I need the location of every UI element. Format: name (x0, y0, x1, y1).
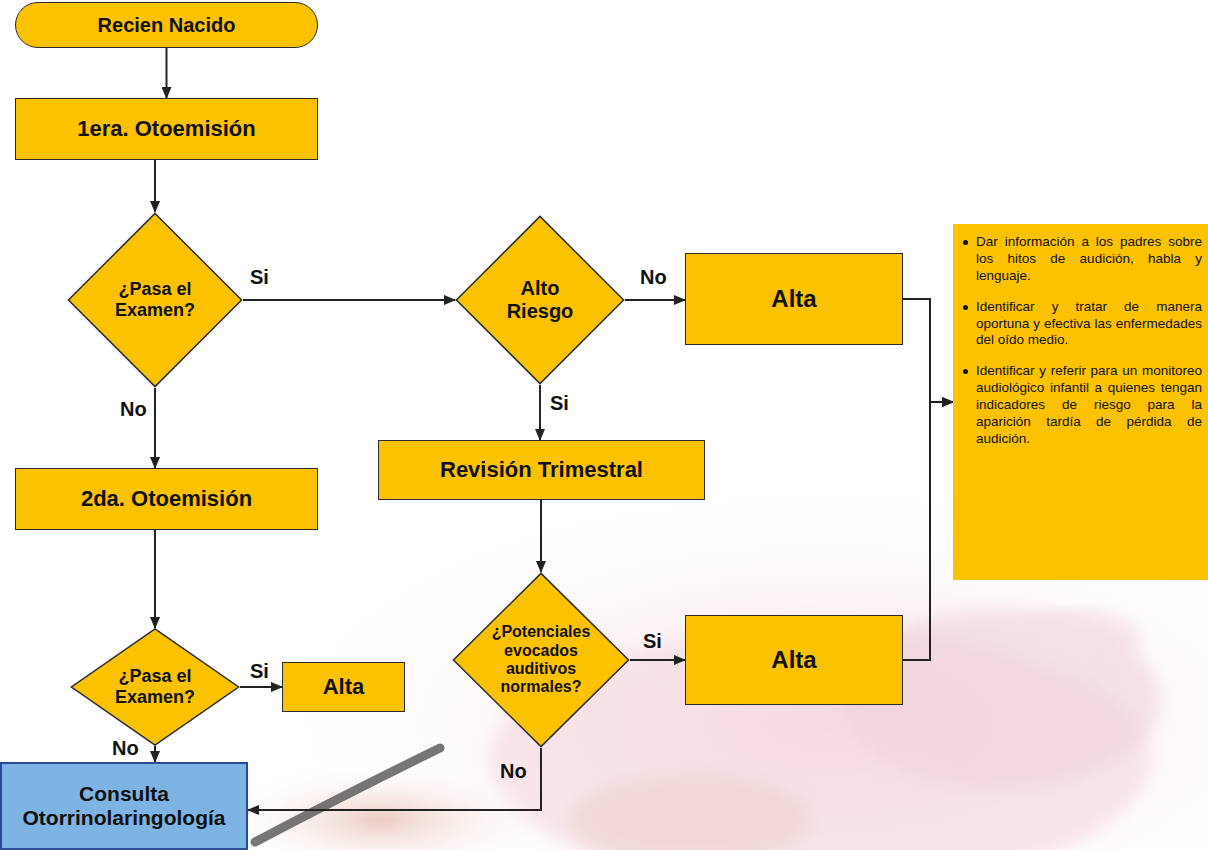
text-wrap: Revisión Trimestral (440, 457, 643, 482)
node-label: Revisión Trimestral (440, 457, 643, 482)
text-wrap: Alta (323, 674, 365, 699)
flow-arrow (154, 160, 156, 212)
flow-arrow (154, 530, 156, 628)
referral-box: Consulta Otorrinolaringología (0, 762, 248, 850)
decision-diamond: ¿Pasa el Examen? (67, 212, 243, 388)
bullet-item: Dar información a los padres sobre los h… (963, 234, 1202, 285)
flow-arrow (539, 385, 541, 440)
node-label: Alta (771, 285, 816, 313)
outcome-box: Alta (685, 253, 903, 345)
node-label: ¿Pasa el Examen? (102, 279, 208, 320)
text-wrap: 2da. Otoemisión (81, 486, 252, 511)
text-wrap: ¿Potenciales evocados auditivos normales… (482, 623, 600, 697)
bullet-item: Identificar y tratar de manera oportuna … (963, 299, 1202, 350)
edge-label: Si (250, 660, 269, 683)
text-wrap: Recien Nacido (98, 14, 236, 37)
flow-arrow (243, 299, 455, 301)
note-text: Identificar y referir para un monitoreo … (976, 363, 1202, 447)
edge-label: Si (550, 392, 569, 415)
node-label: Alto Riesgo (494, 277, 586, 323)
edge-label: No (112, 737, 139, 760)
bullet-item: Identificar y referir para un monitoreo … (963, 363, 1202, 447)
node-label: Alta (323, 674, 365, 699)
flow-arrow (630, 659, 685, 661)
flow-arrow (154, 388, 156, 468)
node-label: Consulta Otorrinolaringología (8, 782, 240, 830)
text-wrap: Alto Riesgo (494, 277, 586, 323)
decision-diamond: ¿Pasa el Examen? (70, 628, 240, 746)
edge-label: Si (643, 630, 662, 653)
text-wrap: 1era. Otoemisión (77, 116, 256, 141)
text-wrap: Alta (771, 285, 816, 313)
edge-label: No (120, 398, 147, 421)
start-terminal: Recien Nacido (15, 2, 318, 48)
flow-arrow (248, 748, 541, 810)
flow-arrow (903, 402, 953, 660)
flow-arrow (166, 48, 168, 98)
bullet-dot (963, 305, 968, 310)
decision-diamond: Alto Riesgo (455, 215, 625, 385)
flow-arrow (240, 686, 282, 688)
text-wrap: Alta (771, 646, 816, 674)
flow-arrow (154, 746, 156, 762)
flow-arrow (903, 299, 953, 402)
flow-arrow (625, 299, 685, 301)
note-text: Identificar y tratar de manera oportuna … (976, 299, 1202, 350)
edge-label: No (500, 760, 527, 783)
node-label: Recien Nacido (98, 14, 236, 37)
bullet-dot (963, 369, 968, 374)
outcome-box: Alta (685, 615, 903, 705)
bullet-dot (963, 240, 968, 245)
note-box: Dar información a los padres sobre los h… (953, 224, 1208, 580)
text-wrap: Consulta Otorrinolaringología (8, 782, 240, 830)
edge-label: No (640, 266, 667, 289)
node-label: ¿Pasa el Examen? (105, 666, 205, 707)
node-label: 1era. Otoemisión (77, 116, 256, 141)
decision-diamond: ¿Potenciales evocados auditivos normales… (452, 572, 630, 748)
note-text: Dar información a los padres sobre los h… (976, 234, 1202, 285)
flow-arrow (540, 500, 542, 572)
process-box: 1era. Otoemisión (15, 98, 318, 160)
node-label: ¿Potenciales evocados auditivos normales… (482, 623, 600, 697)
outcome-box: Alta (282, 662, 405, 712)
node-label: 2da. Otoemisión (81, 486, 252, 511)
text-wrap: ¿Pasa el Examen? (102, 279, 208, 320)
process-box: 2da. Otoemisión (15, 468, 318, 530)
process-box: Revisión Trimestral (378, 440, 705, 500)
node-label: Alta (771, 646, 816, 674)
text-wrap: ¿Pasa el Examen? (105, 666, 205, 707)
edge-label: Si (250, 266, 269, 289)
